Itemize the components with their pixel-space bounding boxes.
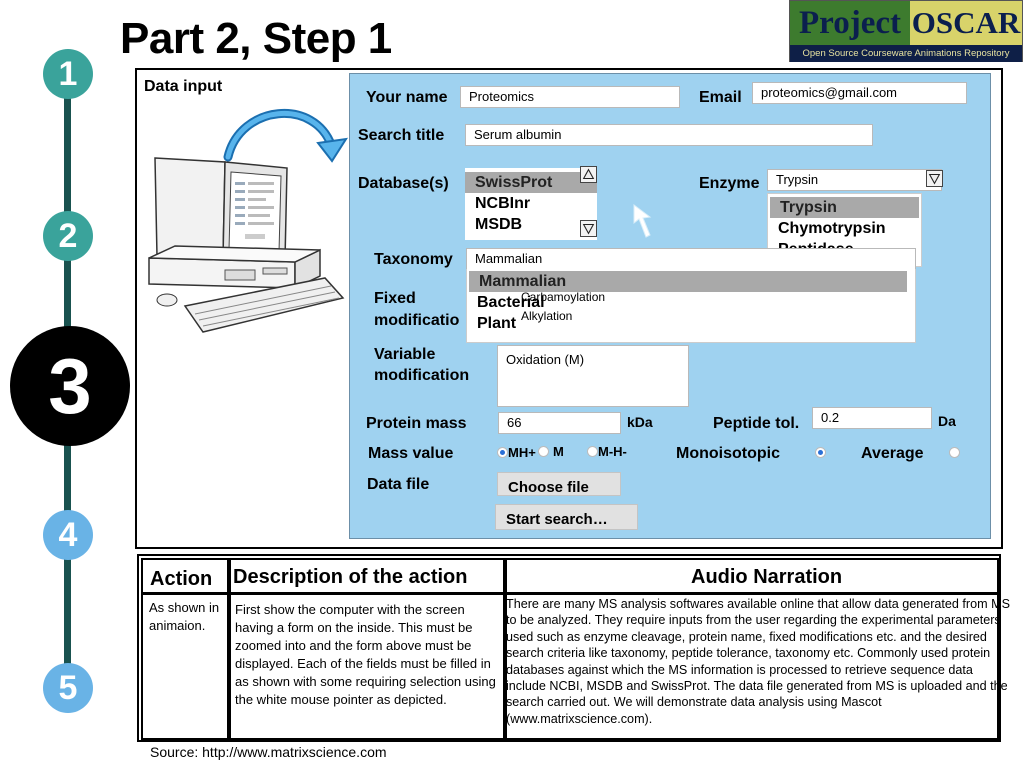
mass-mh-minus-label: M-H- xyxy=(598,444,627,459)
mouse-pointer-icon xyxy=(633,204,652,238)
database-listbox[interactable]: SwissProt NCBInr MSDB xyxy=(465,168,597,240)
choose-file-button[interactable]: Choose file xyxy=(497,472,621,496)
enzyme-option-chymotrypsin[interactable]: Chymotrypsin xyxy=(778,220,886,237)
mass-mh-minus-radio[interactable] xyxy=(587,446,598,457)
database-label: Database(s) xyxy=(358,175,449,192)
storyboard-table xyxy=(137,554,1001,742)
description-column xyxy=(229,558,505,740)
taxonomy-label: Taxonomy xyxy=(374,251,453,268)
peptide-tol-label: Peptide tol. xyxy=(713,415,800,432)
zoom-arrow-icon xyxy=(223,109,349,163)
start-search-button[interactable]: Start search… xyxy=(495,504,638,530)
computer-illustration xyxy=(148,157,345,333)
enzyme-select[interactable]: Trypsin xyxy=(767,169,942,191)
mass-m-radio[interactable] xyxy=(538,446,549,457)
database-option-ncbinr[interactable]: NCBInr xyxy=(475,195,531,212)
mass-mh-plus-radio[interactable] xyxy=(497,447,508,458)
description-cell: First show the computer with the screen … xyxy=(235,602,496,707)
logo-word-oscar: OSCAR xyxy=(910,1,1022,45)
mass-mh-plus-label: MH+ xyxy=(508,445,536,460)
taxonomy-option-mammalian[interactable]: Mammalian xyxy=(469,271,907,292)
audio-narration-cell: There are many MS analysis softwares ava… xyxy=(506,597,1011,726)
scroll-up-arrow-icon[interactable] xyxy=(580,166,597,183)
average-radio[interactable] xyxy=(949,447,960,458)
monoisotopic-radio[interactable] xyxy=(815,447,826,458)
variable-mod-field[interactable]: Oxidation (M) xyxy=(497,345,689,407)
peptide-tol-unit: Da xyxy=(938,413,956,429)
mass-m-label: M xyxy=(553,444,564,459)
taxonomy-select[interactable]: Mammalian xyxy=(466,248,916,270)
data-input-label: Data input xyxy=(144,78,223,95)
your-name-label: Your name xyxy=(366,89,448,106)
protein-mass-label: Protein mass xyxy=(366,415,467,432)
variable-mod-label-line1: Variable xyxy=(374,346,436,363)
step-5-marker: 5 xyxy=(43,663,93,713)
action-header: Action xyxy=(150,568,213,590)
logo-word-project: Project xyxy=(790,1,910,45)
logo-tagline: Open Source Courseware Animations Reposi… xyxy=(790,45,1022,62)
taxonomy-option-bacterial[interactable]: Bacterial xyxy=(477,294,545,311)
step-4-marker: 4 xyxy=(43,510,93,560)
fixed-mod-label-line2: modificatio xyxy=(374,312,460,329)
audio-header: Audio Narration xyxy=(691,566,843,588)
taxonomy-option-plant[interactable]: Plant xyxy=(477,315,517,332)
your-name-field[interactable]: Proteomics xyxy=(460,86,680,108)
taxonomy-dropdown-list[interactable]: Mammalian Bacterial Plant xyxy=(466,269,916,343)
step-3-marker-current: 3 xyxy=(10,326,130,446)
peptide-tol-field[interactable]: 0.2 xyxy=(812,407,932,429)
email-label: Email xyxy=(699,89,742,106)
average-label: Average xyxy=(861,445,924,462)
table-header-divider xyxy=(141,592,999,595)
fixed-mod-option-carbamoylation[interactable]: Carbamoylation xyxy=(521,290,606,304)
protein-mass-unit: kDa xyxy=(627,414,653,430)
description-header: Description of the action xyxy=(233,566,468,588)
audio-column xyxy=(505,558,999,740)
search-title-field[interactable]: Serum albumin xyxy=(465,124,873,146)
enzyme-label: Enzyme xyxy=(699,175,760,192)
data-file-label: Data file xyxy=(367,476,430,493)
enzyme-dropdown-list[interactable]: Trypsin Chymotrypsin Peptidase xyxy=(767,193,922,267)
monoisotopic-label: Monoisotopic xyxy=(676,445,780,462)
fixed-mod-option-alkylation[interactable]: Alkylation xyxy=(521,309,573,323)
email-field[interactable]: proteomics@gmail.com xyxy=(752,82,967,104)
action-column xyxy=(141,558,229,740)
source-citation: Source: http://www.matrixscience.com xyxy=(150,744,387,760)
enzyme-dropdown-arrow-icon[interactable] xyxy=(926,170,943,187)
search-title-label: Search title xyxy=(358,127,445,144)
fixed-mod-label-line1: Fixed xyxy=(374,290,416,307)
database-option-msdb[interactable]: MSDB xyxy=(475,216,523,233)
enzyme-option-trypsin[interactable]: Trypsin xyxy=(770,197,919,218)
scroll-down-arrow-icon[interactable] xyxy=(580,220,597,237)
variable-mod-label-line2: modification xyxy=(374,367,470,384)
step-1-marker: 1 xyxy=(43,49,93,99)
mass-value-label: Mass value xyxy=(368,445,454,462)
page-title: Part 2, Step 1 xyxy=(120,14,392,63)
action-cell: As shown in animaion. xyxy=(149,600,220,633)
step-2-marker: 2 xyxy=(43,211,93,261)
database-option-swissprot[interactable]: SwissProt xyxy=(465,172,597,193)
protein-mass-field[interactable]: 66 xyxy=(498,412,621,434)
project-oscar-logo: Project OSCAR Open Source Courseware Ani… xyxy=(789,0,1023,62)
